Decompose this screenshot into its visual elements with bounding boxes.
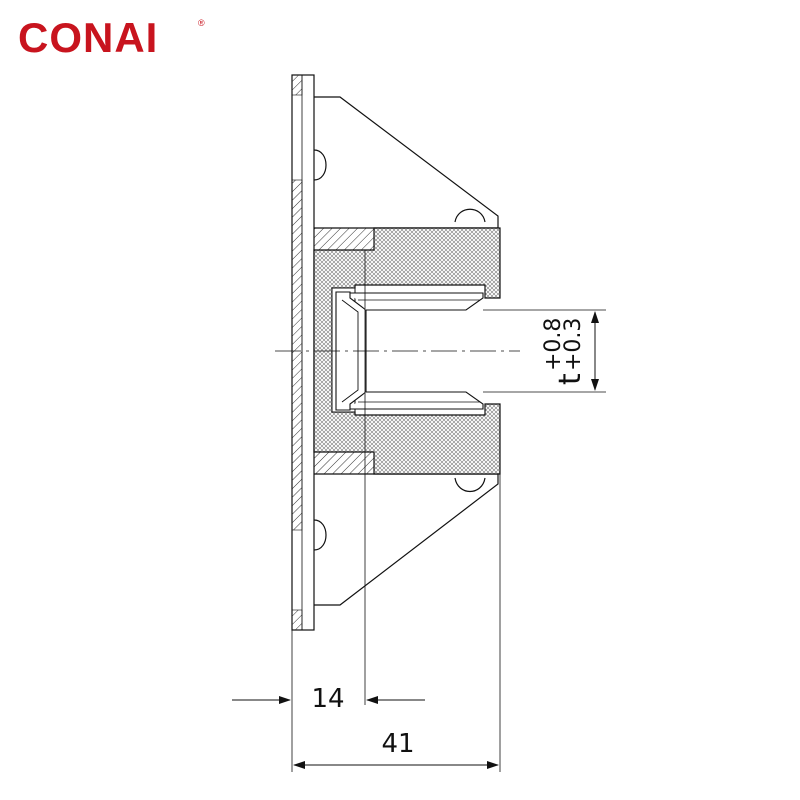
dimension-14-label: 14	[311, 684, 344, 714]
extension-lines	[291, 250, 606, 772]
glass-clip	[335, 291, 484, 411]
dimension-41: 41	[293, 729, 499, 769]
tolerance-upper: +0.8	[541, 318, 566, 371]
registered-mark: ®	[198, 18, 205, 28]
dimension-14: 14	[232, 684, 425, 714]
lower-bracket	[313, 451, 499, 606]
thickness-symbol: t	[553, 373, 588, 385]
base-plate	[291, 74, 315, 631]
dimension-41-label: 41	[381, 729, 414, 759]
logo-text: CONAI	[18, 16, 158, 60]
conai-logo: CONAI ®	[18, 16, 205, 60]
dimension-thickness: t +0.8 +0.3	[541, 311, 599, 391]
upper-bracket	[313, 96, 499, 251]
tolerance-lower: +0.3	[561, 318, 586, 371]
